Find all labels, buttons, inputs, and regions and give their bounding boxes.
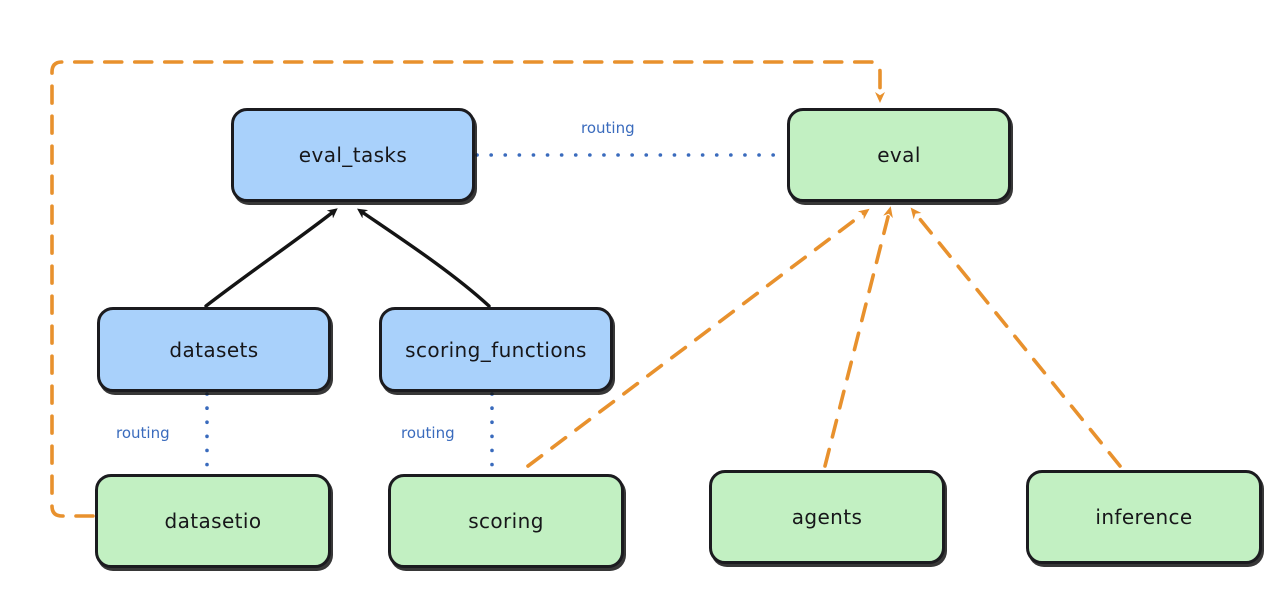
node-label: agents — [791, 505, 863, 529]
edge-label-routing-scoring-functions-scoring: routing — [398, 424, 458, 442]
node-eval[interactable]: eval — [787, 108, 1011, 202]
node-label: eval — [877, 143, 921, 167]
node-scoring[interactable]: scoring — [388, 474, 624, 568]
edge-agents-to-eval-dep — [823, 206, 893, 468]
edge-inference-to-eval-dep — [910, 207, 1122, 468]
edge-label-routing-datasets-datasetio: routing — [113, 424, 173, 442]
node-datasetio[interactable]: datasetio — [95, 474, 331, 568]
node-label: datasetio — [164, 509, 262, 533]
node-label: scoring — [468, 509, 544, 533]
node-label: datasets — [169, 337, 259, 362]
node-datasets[interactable]: datasets — [97, 307, 331, 392]
node-agents[interactable]: agents — [709, 470, 945, 564]
node-label: eval_tasks — [298, 143, 408, 167]
edge-label-routing-eval-tasks-eval: routing — [578, 119, 638, 137]
node-label: inference — [1095, 505, 1193, 529]
node-label: scoring_functions — [405, 337, 587, 362]
edge-scoring-functions-to-eval-tasks — [357, 208, 491, 308]
node-eval-tasks[interactable]: eval_tasks — [231, 108, 475, 202]
node-scoring-functions[interactable]: scoring_functions — [379, 307, 613, 392]
node-inference[interactable]: inference — [1026, 470, 1262, 564]
edge-datasets-to-eval-tasks — [204, 208, 338, 308]
